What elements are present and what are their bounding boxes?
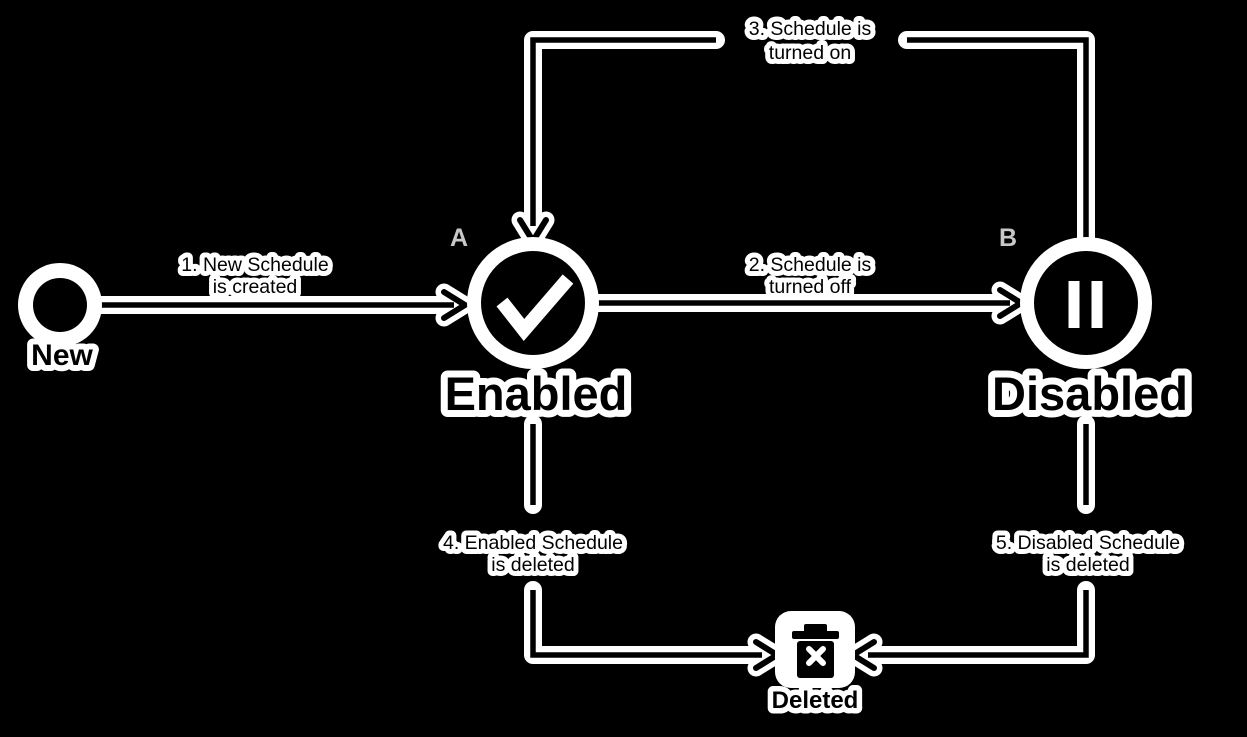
node-enabled bbox=[467, 237, 599, 369]
node-deleted-label: Deleted bbox=[772, 687, 859, 714]
trash-handle bbox=[804, 624, 827, 633]
transition-4-label-line2: is deleted bbox=[491, 554, 574, 576]
arrow-halo bbox=[524, 31, 725, 233]
transition-5-label: 5. Disabled Schedule is deleted bbox=[991, 527, 1185, 581]
arrow-line bbox=[530, 37, 716, 226]
node-circle bbox=[481, 251, 585, 355]
check-icon bbox=[496, 274, 574, 342]
arrow-line bbox=[530, 590, 762, 658]
trash-lid bbox=[792, 631, 839, 639]
pause-bar bbox=[1068, 281, 1080, 328]
arrow-halo bbox=[898, 31, 1095, 254]
transition-3-label: 3. Schedule is turned on bbox=[744, 13, 877, 69]
transition-4-label-line1: 4. Enabled Schedule bbox=[443, 532, 623, 554]
arrowhead-right-icon bbox=[441, 289, 468, 321]
start-dot-icon bbox=[33, 278, 87, 332]
marker-a-label: A bbox=[450, 224, 468, 252]
x-icon bbox=[806, 646, 826, 666]
transition-1-arrow bbox=[86, 283, 474, 327]
pause-bar bbox=[1091, 281, 1103, 328]
transition-3-label-line1: 3. Schedule is bbox=[749, 18, 872, 40]
node-circle bbox=[1034, 251, 1138, 355]
node-new bbox=[18, 263, 102, 347]
arrow-line bbox=[907, 37, 1089, 245]
arrow-halo bbox=[524, 581, 769, 664]
transition-2-label-line1: 2. Schedule is bbox=[749, 254, 872, 276]
transition-3-arrow bbox=[511, 31, 1095, 254]
transition-4-label: 4. Enabled Schedule is deleted bbox=[438, 527, 628, 581]
transition-1-label: 1. New Schedule is created bbox=[176, 249, 333, 303]
transition-5-label-line2: is deleted bbox=[1046, 554, 1129, 576]
transition-5-label-line1: 5. Disabled Schedule bbox=[996, 532, 1180, 554]
node-disabled bbox=[1020, 237, 1152, 369]
marker-b-label: B bbox=[999, 224, 1017, 252]
transition-5-arrow bbox=[844, 415, 1095, 677]
node-deleted bbox=[775, 611, 855, 688]
pause-icon bbox=[1068, 281, 1103, 328]
node-enabled-label: Enabled bbox=[445, 367, 628, 420]
node-new-label: New bbox=[31, 339, 93, 372]
transition-2-label: 2. Schedule is turned off bbox=[744, 249, 877, 303]
transition-1-label-line2: is created bbox=[213, 276, 298, 298]
transition-2-label-line2: turned off bbox=[769, 276, 852, 298]
node-disabled-label: Disabled bbox=[992, 367, 1188, 420]
trash-icon bbox=[792, 624, 839, 678]
arrow-halo bbox=[861, 581, 1095, 664]
transition-1-label-line1: 1. New Schedule bbox=[181, 254, 328, 276]
transition-3-label-line2: turned on bbox=[769, 42, 851, 64]
arrow-line bbox=[868, 590, 1089, 658]
